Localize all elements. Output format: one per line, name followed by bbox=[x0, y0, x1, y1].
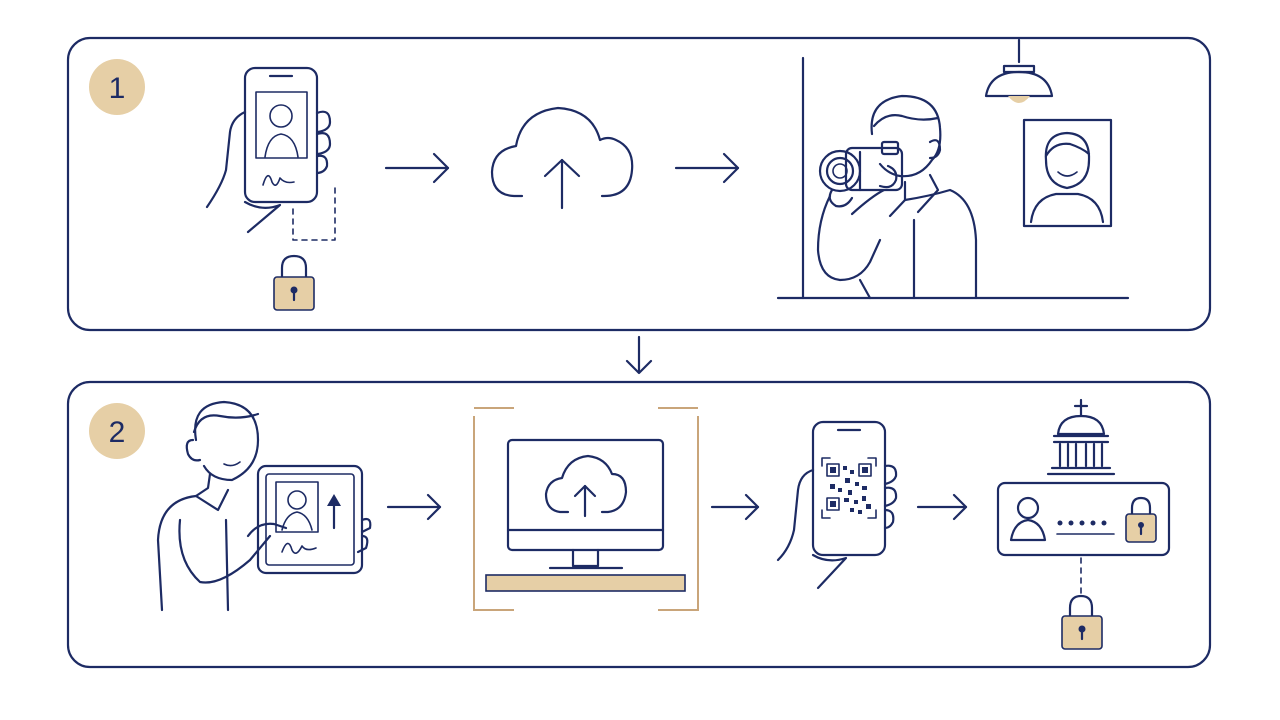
qr-phone-icon bbox=[776, 420, 898, 590]
step-1-badge: 1 bbox=[89, 59, 145, 115]
step-2-panel: 2 bbox=[66, 380, 1212, 669]
cloud-upload-icon bbox=[490, 106, 634, 210]
step-1-frame bbox=[66, 36, 1212, 332]
pendant-lamp-icon bbox=[984, 38, 1054, 103]
login-card-icon bbox=[996, 481, 1171, 557]
step-2-badge: 2 bbox=[89, 403, 145, 459]
photographer-icon bbox=[776, 56, 1130, 300]
step-1-number: 1 bbox=[109, 72, 126, 105]
arrow-right-icon bbox=[710, 493, 760, 521]
arrow-right-icon bbox=[384, 152, 450, 184]
person-with-tablet-icon bbox=[156, 400, 372, 612]
arrow-right-icon bbox=[674, 152, 740, 184]
padlock-icon bbox=[1061, 594, 1103, 650]
phone-with-photo-and-signature-icon bbox=[205, 66, 336, 241]
framed-portrait-icon bbox=[1022, 118, 1113, 228]
government-building-icon bbox=[1046, 398, 1116, 476]
padlock-icon bbox=[273, 254, 315, 311]
step-2-frame bbox=[66, 380, 1212, 669]
step-1-panel: 1 bbox=[66, 36, 1212, 332]
arrow-right-icon bbox=[916, 493, 968, 521]
arrow-right-icon bbox=[386, 493, 442, 521]
step-2-number: 2 bbox=[109, 416, 126, 449]
monitor-upload-icon bbox=[473, 407, 699, 611]
arrow-down-icon bbox=[625, 335, 653, 375]
